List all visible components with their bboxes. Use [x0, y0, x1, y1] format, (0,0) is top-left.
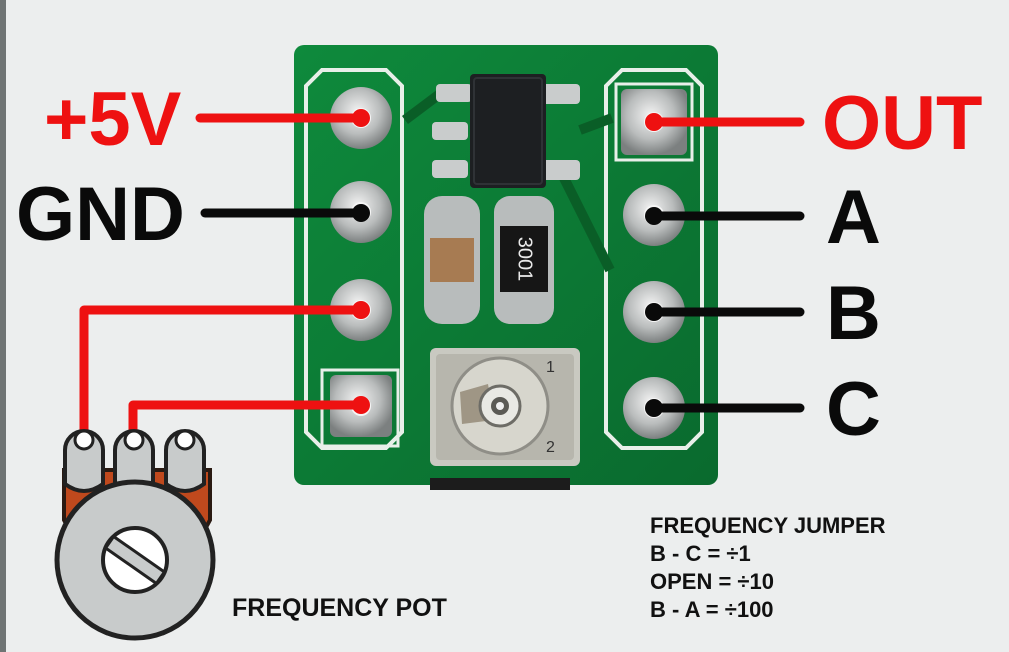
- pot-label: FREQUENCY POT: [232, 594, 447, 622]
- silkscreen-left-header: [304, 68, 404, 450]
- label-a: A: [826, 175, 881, 260]
- capacitor-body: [430, 238, 474, 282]
- wires: [79, 109, 805, 445]
- resistor-body: [500, 226, 548, 292]
- potentiometer-icon: [54, 429, 216, 641]
- jumper-title: FREQUENCY JUMPER: [650, 513, 886, 538]
- jumper-notes: FREQUENCY JUMPER B - C = ÷1 OPEN = ÷10 B…: [650, 512, 886, 624]
- trimmer-mark-1: 1: [546, 359, 555, 376]
- pot-lead-1: [63, 429, 105, 493]
- label-gnd: GND: [16, 172, 185, 257]
- wire-pot-wiper: [79, 305, 366, 445]
- label-c: C: [826, 367, 881, 452]
- label-vcc: +5V: [44, 77, 182, 162]
- resistor: 3001: [494, 196, 554, 324]
- trimmer-mark-2: 2: [546, 439, 555, 456]
- wire-pot-end: [128, 400, 366, 445]
- jumper-row: B - A = ÷100: [650, 597, 774, 622]
- ic-body: [470, 74, 546, 188]
- jumper-row: B - C = ÷1: [650, 541, 751, 566]
- ic-chip: [432, 74, 580, 188]
- trimmer-pot: 1 2: [430, 348, 580, 466]
- trace: [555, 167, 615, 273]
- pcb-board: 3001 1 2: [294, 45, 718, 490]
- label-b: B: [826, 271, 881, 356]
- resistor-marking: 3001: [514, 237, 536, 282]
- label-out: OUT: [822, 81, 983, 166]
- jumper-row: OPEN = ÷10: [650, 569, 774, 594]
- pot-slot: [103, 534, 167, 586]
- pot-lead-3: [164, 429, 206, 493]
- trace: [578, 113, 614, 135]
- pcb-bottom-shadow: [430, 478, 570, 490]
- capacitor: [424, 196, 480, 324]
- left-edge: [0, 0, 6, 652]
- silkscreen-right-header: [604, 68, 704, 450]
